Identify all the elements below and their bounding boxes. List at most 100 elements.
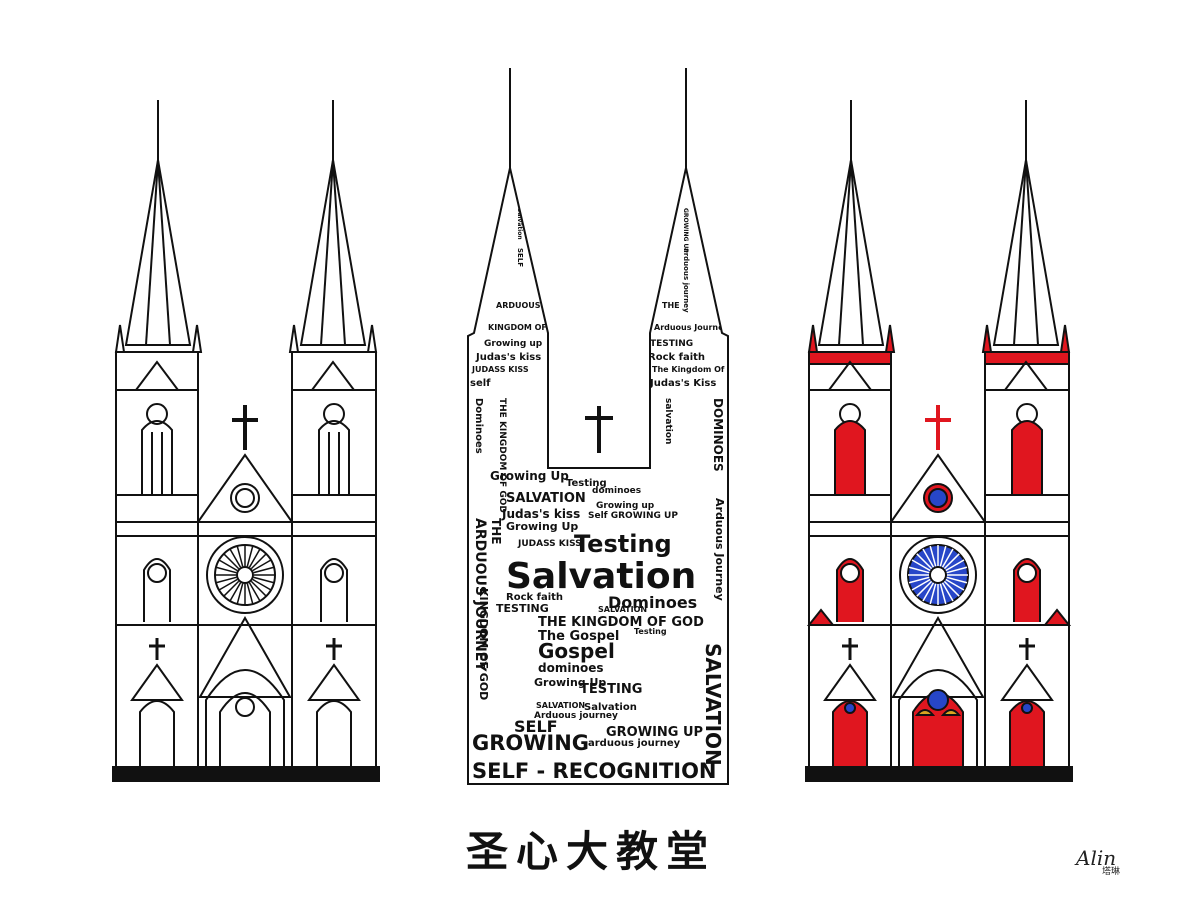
page-title: 圣心大教堂 xyxy=(465,827,716,876)
cloud-word: Arduous Journey xyxy=(713,498,726,601)
cloud-word: JUDASS KISS xyxy=(517,539,582,549)
rose-spoke xyxy=(252,559,272,572)
cloud-word: Growing up xyxy=(484,339,543,349)
word-testing-big: Testing xyxy=(574,530,672,558)
cloud-word: dominoes xyxy=(592,486,641,496)
cloud-word: Self GROWING UP xyxy=(588,511,678,521)
rose-spoke xyxy=(939,583,947,605)
rose-spoke xyxy=(250,553,267,570)
cloud-word: SELF xyxy=(514,717,558,736)
cloud-word: self xyxy=(470,378,491,389)
cloud-word: Testing xyxy=(566,478,607,489)
cloud-word: Judas's kiss xyxy=(501,507,580,521)
cloud-word: TESTING xyxy=(650,339,693,349)
cloud-word: THE xyxy=(662,301,680,310)
cloud-word: KINGDOM OF GOD xyxy=(488,323,570,332)
rose-spoke xyxy=(908,566,930,574)
rose-spoke xyxy=(945,578,965,591)
cathedral-outline-illustration xyxy=(111,100,381,785)
rose-spoke xyxy=(215,576,237,584)
cloud-word: Rock faith xyxy=(648,352,705,363)
cloud-word: GROWING UP xyxy=(682,208,689,253)
cloud-word: dominoes xyxy=(538,661,604,675)
cloud-word: Arduous journey xyxy=(534,711,618,721)
cloud-word: TESTING xyxy=(580,682,642,697)
rose-spoke xyxy=(922,548,935,568)
cloud-word: Salvation xyxy=(584,702,637,713)
rose-spoke xyxy=(218,578,238,591)
signature-script: Alin xyxy=(1076,846,1117,870)
cloud-word: SALVATION xyxy=(506,491,586,506)
rose-spoke xyxy=(253,566,275,574)
cloud-word: Rock faith xyxy=(506,592,563,603)
signature-cn: 塔琳 xyxy=(1102,867,1121,877)
rose-spoke xyxy=(908,576,930,584)
cloud-word: JUDASS KISS xyxy=(471,365,529,374)
rose-spoke xyxy=(250,580,267,597)
cloud-word: arduous journey xyxy=(682,248,690,313)
rose-spoke xyxy=(943,580,960,597)
cloud-word: SELF xyxy=(516,248,524,267)
rose-spoke xyxy=(929,583,937,605)
cloud-word: Judas's Kiss xyxy=(649,378,716,389)
cloud-word: Dominoes xyxy=(473,398,484,454)
cloud-word: ARDUOUS JOURNEY xyxy=(472,518,488,672)
rose-spoke xyxy=(939,545,947,567)
word-growing: GROWING xyxy=(472,731,589,755)
rose-spoke xyxy=(248,582,261,602)
rose-spoke xyxy=(253,576,275,584)
word-salvation-big: Salvation xyxy=(506,556,696,597)
rose-spoke xyxy=(946,576,968,584)
cloud-word: KINGDOM OF GOD xyxy=(477,588,490,700)
rose-spoke xyxy=(916,580,933,597)
cloud-word: THE xyxy=(489,518,503,544)
cloud-word: The Gospel xyxy=(538,629,619,644)
rose-spoke xyxy=(246,545,254,567)
cloud-word: Growing Up xyxy=(534,676,606,689)
cloud-word: TESTING xyxy=(496,602,549,615)
cloud-word: SALVATION xyxy=(536,701,585,710)
word-salvation-vertical: SALVATION xyxy=(701,643,725,766)
cathedral-color-illustration xyxy=(804,100,1074,785)
rose-spoke xyxy=(252,578,272,591)
cloud-word: THE KINGDOM OF GOD xyxy=(497,398,507,513)
rose-spoke xyxy=(929,545,937,567)
rose-spoke xyxy=(246,583,254,605)
cloud-word: Salvation xyxy=(516,208,523,240)
rose-spoke xyxy=(236,545,244,567)
rose-spoke xyxy=(248,548,261,568)
rose-spoke xyxy=(223,553,240,570)
word-dominoes: Dominoes xyxy=(608,593,697,612)
rose-spoke xyxy=(945,559,965,572)
cloud-word: Growing Up xyxy=(490,469,569,483)
cloud-word: THE KINGDOM OF GOD xyxy=(538,615,704,630)
rose-spoke xyxy=(218,559,238,572)
cloud-word: The Kingdom Of God xyxy=(652,365,732,374)
rose-spoke xyxy=(941,582,954,602)
rose-spoke xyxy=(215,566,237,574)
rose-spoke xyxy=(236,583,244,605)
rose-spoke xyxy=(911,559,931,572)
cloud-word: DOMINOES xyxy=(711,398,725,472)
rose-spoke xyxy=(916,553,933,570)
cloud-word: salvation xyxy=(663,398,673,444)
cloud-word: Judas's kiss xyxy=(475,352,541,363)
rose-spoke xyxy=(941,548,954,568)
cloud-word: Testing xyxy=(634,627,667,636)
cloud-word: GROWING UP xyxy=(606,725,703,740)
word-gospel: Gospel xyxy=(538,639,615,663)
cloud-word: Growing up xyxy=(596,501,655,511)
rose-spoke xyxy=(922,582,935,602)
word-self-recognition: SELF - RECOGNITION xyxy=(472,759,717,783)
cloud-word: SALVATION xyxy=(598,605,647,614)
rose-spoke xyxy=(229,548,242,568)
artist-signature: Alin 塔琳 xyxy=(1076,846,1140,877)
cloud-word: arduous journey xyxy=(588,738,681,749)
rose-spoke xyxy=(229,582,242,602)
cloud-word: Growing Up xyxy=(506,520,578,533)
cloud-word: Arduous Journey xyxy=(654,323,730,332)
rose-spoke xyxy=(911,578,931,591)
rose-spoke xyxy=(943,553,960,570)
rose-spoke xyxy=(946,566,968,574)
